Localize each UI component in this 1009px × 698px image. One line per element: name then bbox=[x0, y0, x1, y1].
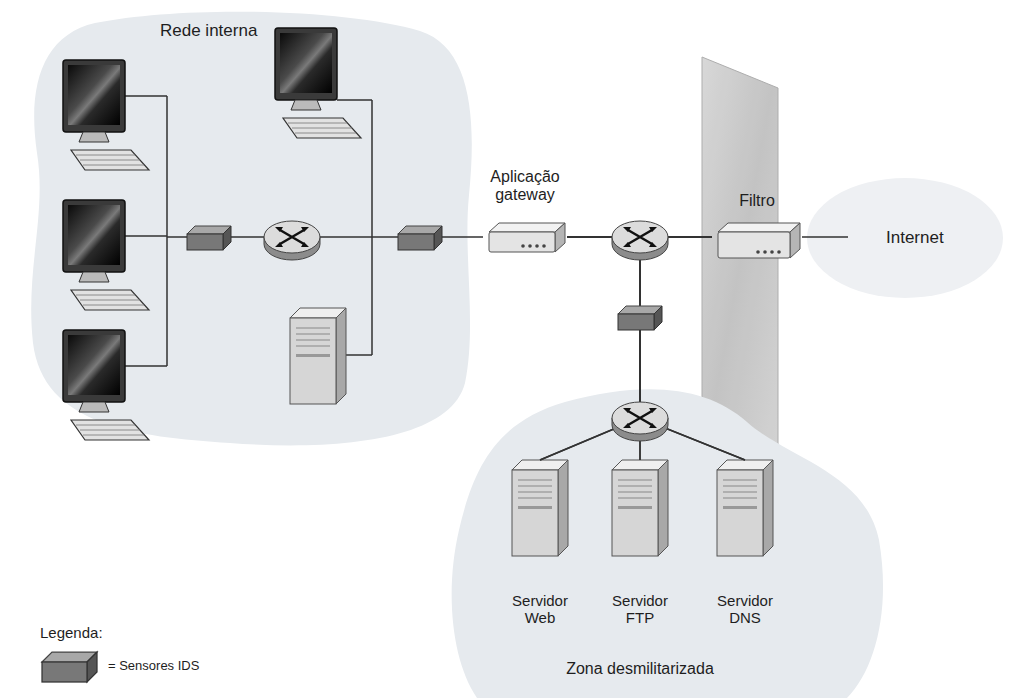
device-led bbox=[528, 244, 532, 248]
device-side bbox=[790, 223, 800, 258]
device-led bbox=[777, 250, 781, 254]
text-label: Internet bbox=[886, 228, 944, 248]
device-top bbox=[718, 223, 800, 232]
network-link bbox=[567, 237, 640, 460]
network-link bbox=[567, 237, 745, 460]
filter-device: Filtro bbox=[712, 192, 802, 264]
router-icon bbox=[264, 221, 320, 260]
network-zone: Rede interna bbox=[25, 5, 475, 450]
text-label: Legenda: bbox=[40, 624, 103, 641]
internet-cloud bbox=[807, 178, 1003, 298]
network-zone: Zona desmilitarizada Servidor Web Servidor… bbox=[445, 380, 885, 698]
device-icon bbox=[483, 220, 567, 256]
gateway-device: Aplicação gateway bbox=[483, 168, 567, 258]
device-led bbox=[756, 250, 760, 254]
switch-icon bbox=[612, 402, 668, 441]
node-label: Servidor FTP bbox=[607, 592, 673, 627]
node-label: Filtro bbox=[712, 192, 802, 210]
network-link bbox=[475, 236, 483, 238]
router-icon bbox=[612, 221, 668, 260]
zone-fill bbox=[31, 12, 472, 446]
device-icon bbox=[712, 220, 802, 262]
network-link bbox=[540, 237, 640, 460]
ids-sensor bbox=[187, 226, 231, 250]
computer-icon bbox=[63, 200, 149, 310]
device-led bbox=[535, 244, 539, 248]
network-link bbox=[640, 237, 745, 460]
network-wire bbox=[125, 96, 848, 366]
device-front bbox=[718, 232, 790, 258]
legend-text: = Sensores IDS bbox=[108, 658, 199, 673]
server-icon bbox=[290, 308, 346, 404]
computer-icon bbox=[275, 28, 361, 138]
node-label: Rede interna bbox=[160, 21, 330, 41]
node-label: Aplicação gateway bbox=[483, 168, 567, 205]
server-icon bbox=[595, 460, 685, 560]
device-led bbox=[542, 244, 546, 248]
node-label: Servidor DNS bbox=[712, 592, 778, 627]
node-label: Zona desmilitarizada bbox=[445, 660, 835, 678]
network-link bbox=[640, 237, 712, 460]
device-led bbox=[763, 250, 767, 254]
zone-fill bbox=[452, 389, 883, 698]
node-label: Servidor Web bbox=[507, 592, 573, 627]
device-front bbox=[489, 232, 555, 252]
device-led bbox=[770, 250, 774, 254]
device-top bbox=[489, 223, 565, 232]
ids-sensor bbox=[618, 306, 662, 330]
zone-shape bbox=[25, 5, 475, 450]
legend-sensor-sample bbox=[42, 652, 97, 682]
server-icon bbox=[700, 460, 790, 560]
server-node: Servidor Web bbox=[495, 460, 585, 635]
device-side bbox=[555, 223, 565, 252]
server-node: Servidor DNS bbox=[700, 460, 790, 635]
computer-icon bbox=[63, 60, 149, 170]
server-icon bbox=[495, 460, 585, 560]
computer-icon bbox=[63, 330, 149, 440]
device-led bbox=[521, 244, 525, 248]
server-node: Servidor FTP bbox=[595, 460, 685, 635]
network-link bbox=[567, 236, 712, 238]
network-link bbox=[540, 237, 712, 460]
legend-entry: = Sensores IDS bbox=[108, 659, 199, 674]
ids-sensor bbox=[398, 226, 442, 250]
